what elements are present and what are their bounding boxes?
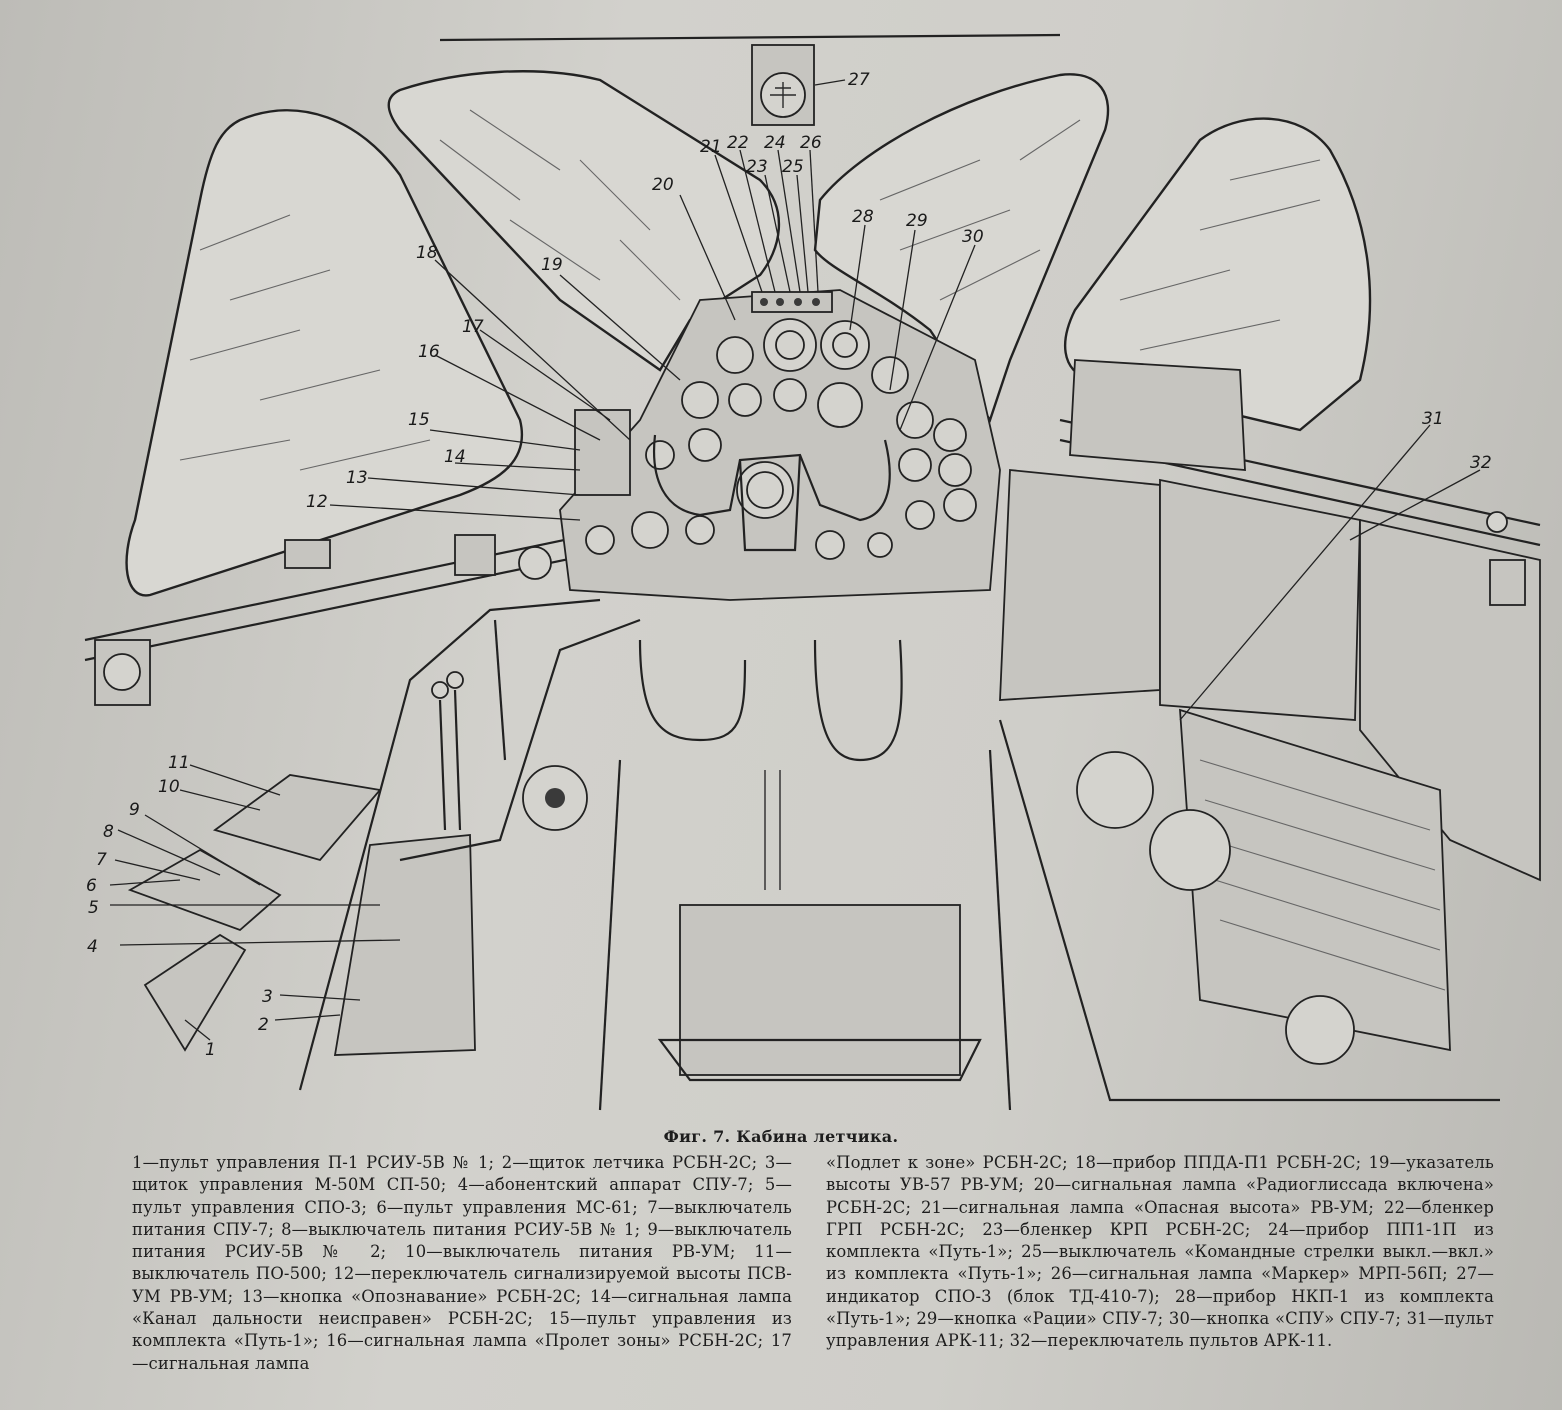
callout-7: 7 xyxy=(96,850,107,870)
callout-10: 10 xyxy=(158,777,180,797)
center-left-windshield xyxy=(387,70,781,372)
caption-right-text: «Подлет к зоне» РСБН-2С; 18—прибор ППДА-… xyxy=(826,1153,1494,1351)
callout-18: 18 xyxy=(416,243,438,263)
right-windshield xyxy=(1063,117,1372,432)
callout-30: 30 xyxy=(962,227,984,247)
figure-caption-title: Фиг. 7. Кабина летчика. xyxy=(663,1127,899,1146)
callout-16: 16 xyxy=(418,342,440,362)
callout-20: 20 xyxy=(652,175,674,195)
callout-labels: 1 2 3 4 5 6 7 8 9 10 11 12 13 14 15 16 1… xyxy=(86,70,1492,1060)
left-console-lower xyxy=(127,848,282,932)
callout-22: 22 xyxy=(727,133,749,153)
left-console-upper xyxy=(212,774,382,862)
callout-32: 32 xyxy=(1470,453,1492,473)
seat-pan xyxy=(679,904,961,1076)
panel-dials xyxy=(518,318,977,580)
right-lamp xyxy=(1076,751,1154,829)
callout-24: 24 xyxy=(764,133,786,153)
right-console-upper xyxy=(1069,359,1246,471)
callout-1: 1 xyxy=(205,1040,216,1060)
callout-17: 17 xyxy=(462,317,484,337)
callout-25: 25 xyxy=(782,157,804,177)
callout-13: 13 xyxy=(346,468,368,488)
cockpit-drawing: 1 2 3 4 5 6 7 8 9 10 11 12 13 14 15 16 1… xyxy=(84,33,1541,1111)
callout-4: 4 xyxy=(87,937,98,957)
callout-29: 29 xyxy=(906,211,928,231)
callout-14: 14 xyxy=(444,447,466,467)
right-console-middle xyxy=(999,469,1161,701)
callout-8: 8 xyxy=(103,822,114,842)
right-lower-console xyxy=(1179,708,1451,1052)
callout-28: 28 xyxy=(852,207,874,227)
callout-3: 3 xyxy=(262,987,273,1007)
callout-9: 9 xyxy=(129,800,140,820)
callout-23: 23 xyxy=(746,157,768,177)
callout-12: 12 xyxy=(306,492,328,512)
right-console-radio xyxy=(1159,478,1361,721)
callout-21: 21 xyxy=(700,137,722,157)
path1-control-box xyxy=(574,409,631,496)
left-throttle-console xyxy=(333,834,476,1056)
center-right-windshield xyxy=(813,73,1110,423)
callout-5: 5 xyxy=(88,898,99,918)
caption-right-column: «Подлет к зоне» РСБН-2С; 18—прибор ППДА-… xyxy=(826,1152,1494,1353)
callout-6: 6 xyxy=(86,876,97,896)
callout-26: 26 xyxy=(800,133,822,153)
callout-15: 15 xyxy=(408,410,430,430)
throttle-levers xyxy=(431,619,507,831)
caption-left-column: 1—пульт управления П-1 РСИУ-5В № 1; 2—щи… xyxy=(132,1152,792,1375)
callout-31: 31 xyxy=(1422,409,1444,429)
callout-2: 2 xyxy=(258,1015,269,1035)
callout-11: 11 xyxy=(168,753,190,773)
control-yoke xyxy=(653,434,891,522)
callout-27: 27 xyxy=(848,70,870,90)
caption-left-text: 1—пульт управления П-1 РСИУ-5В № 1; 2—щи… xyxy=(132,1153,792,1373)
callout-19: 19 xyxy=(541,255,563,275)
right-wall-panel xyxy=(1359,518,1541,882)
left-windshield xyxy=(125,109,523,597)
